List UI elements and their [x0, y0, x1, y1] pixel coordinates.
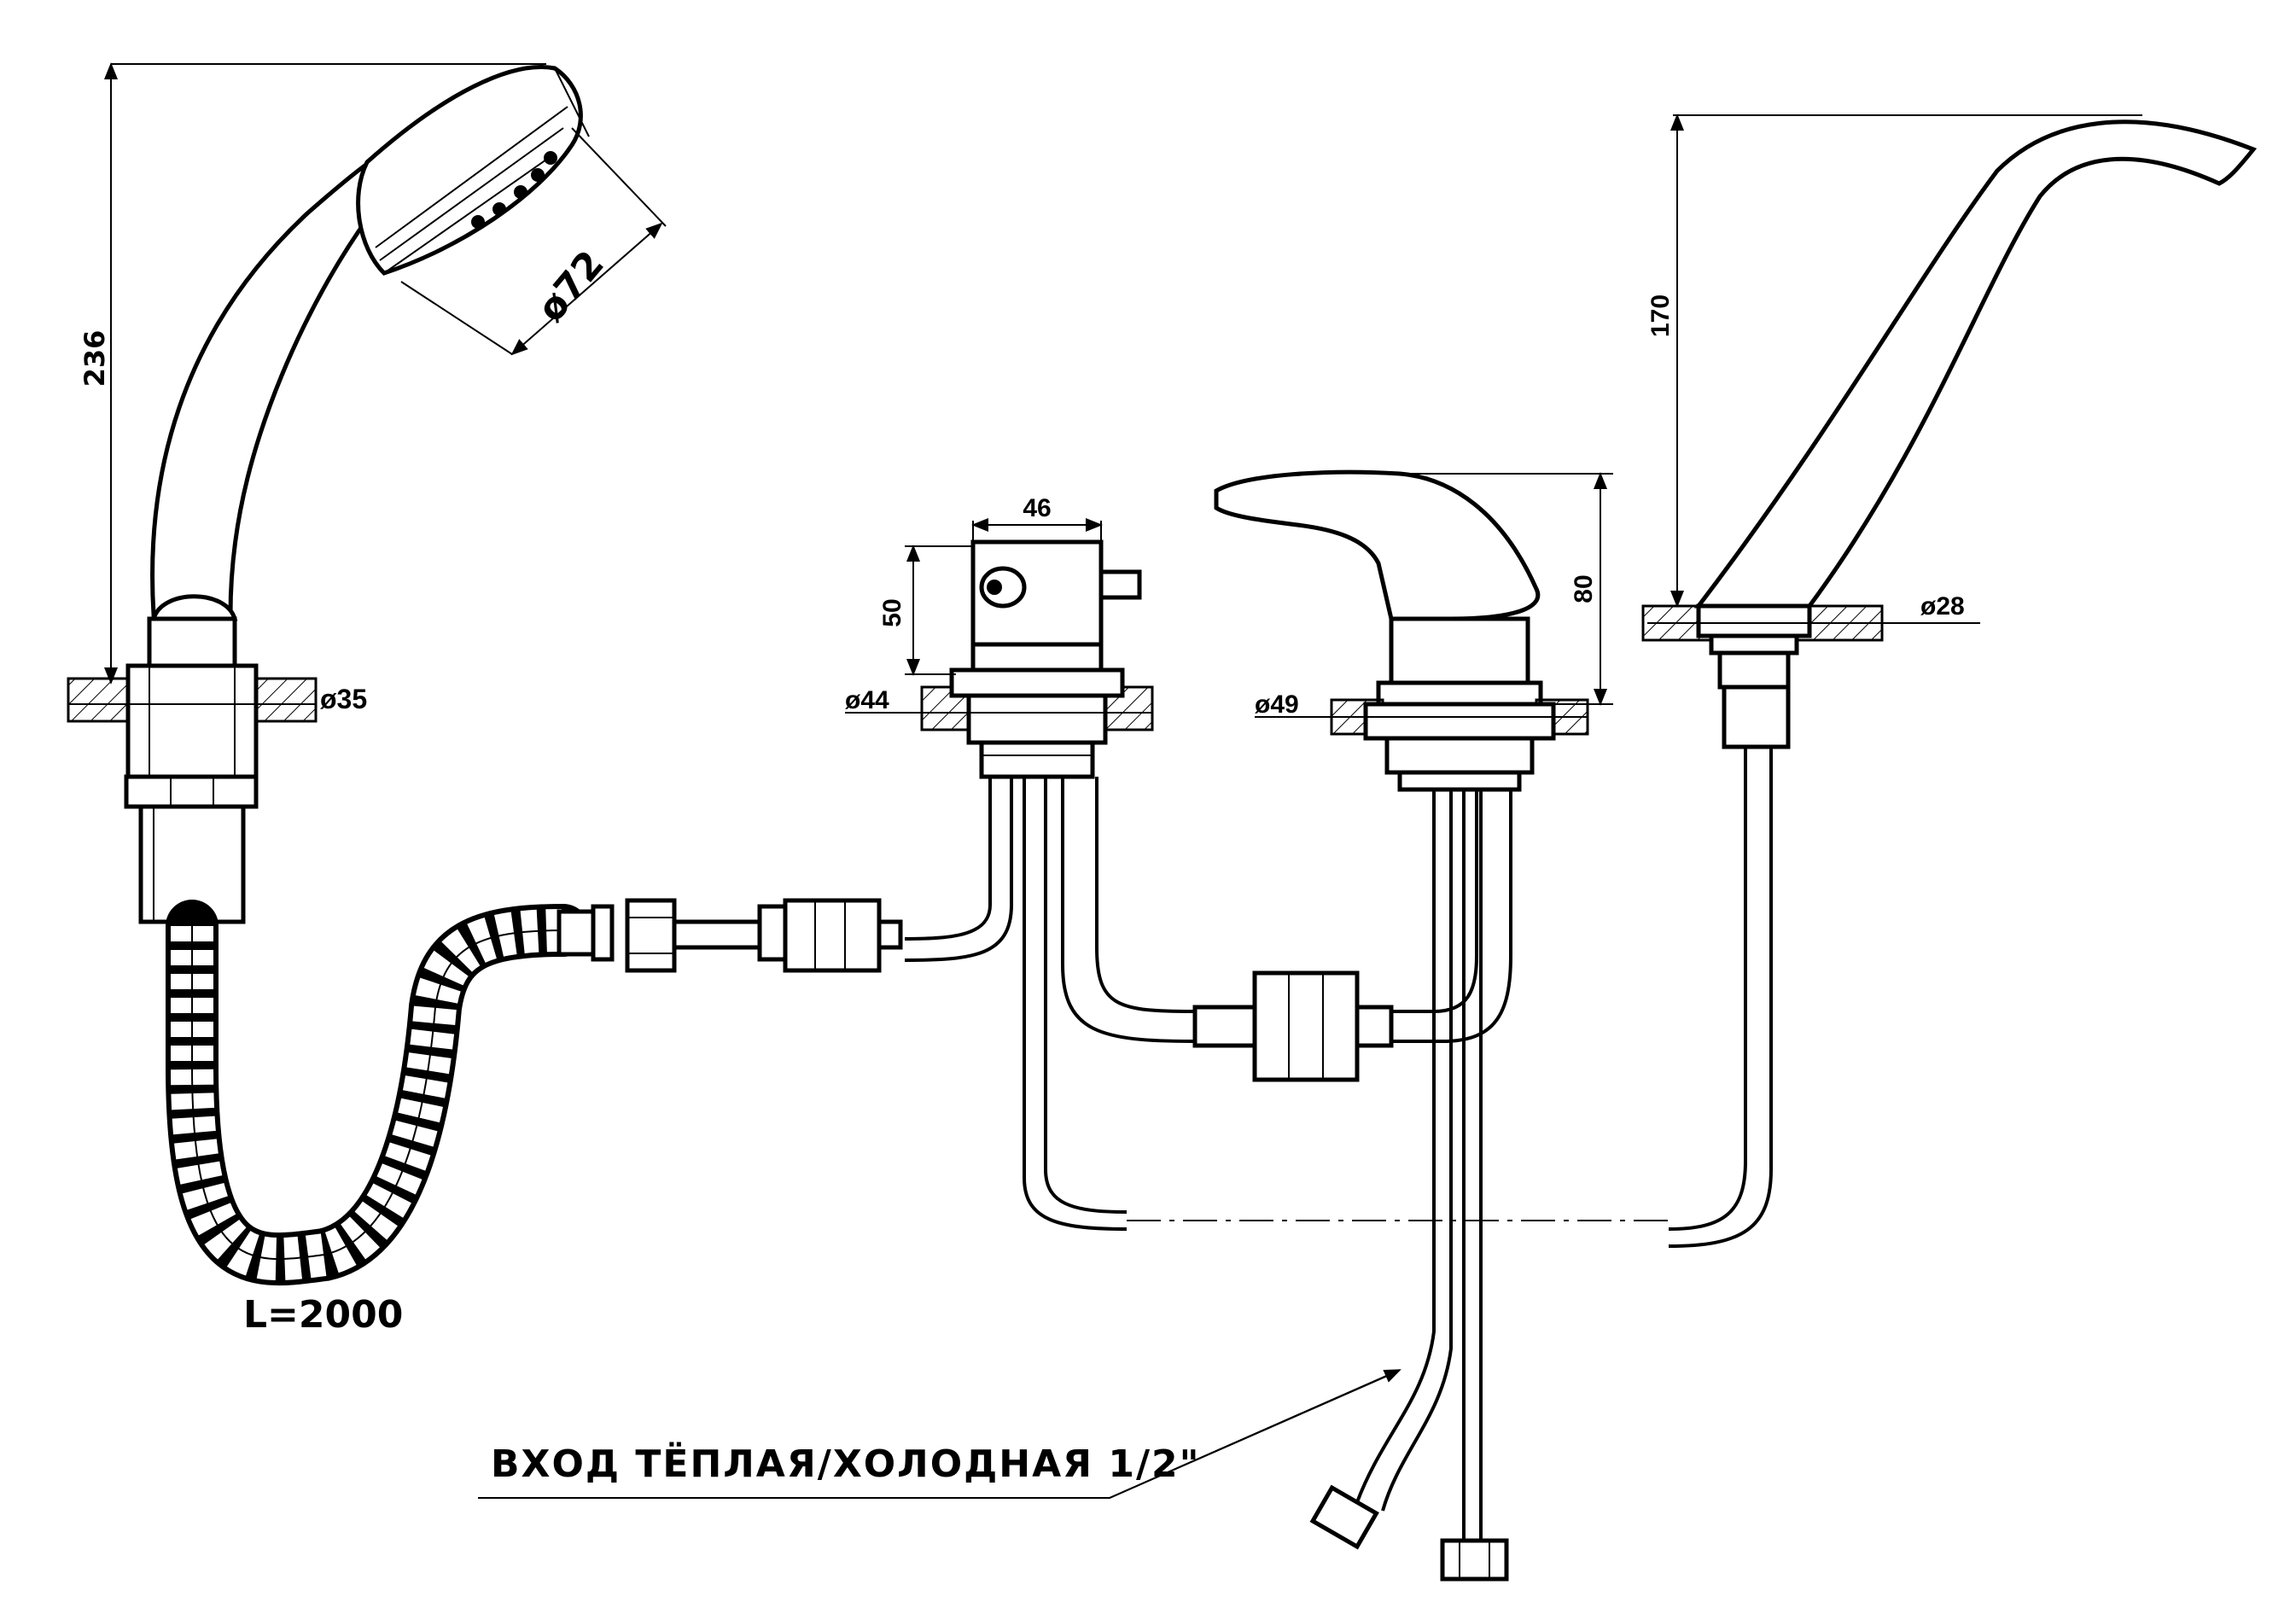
dim-shower-hole: ø35: [320, 684, 367, 714]
flexible-hose: [166, 898, 903, 1286]
dim-diverter-hole: ø44: [845, 686, 889, 714]
dim-mixer-hole: ø49: [1255, 690, 1299, 719]
inlet-note: ВХОД ТЁПЛАЯ/ХОЛОДНАЯ 1/2": [491, 1441, 1201, 1486]
dim-shower-height: 236: [79, 330, 111, 387]
dim-spout-height: 170: [1646, 294, 1675, 337]
hand-shower: [67, 65, 590, 924]
dim-mixer-height: 80: [1570, 574, 1598, 603]
dim-diverter-height: 50: [878, 598, 906, 626]
dim-head-diameter: ø72: [529, 242, 613, 330]
bridge-coupling: [1192, 777, 1512, 1082]
dim-spout-hole: ø28: [1920, 592, 1965, 621]
mixer: [1214, 469, 1589, 1582]
hose-length-label: L=2000: [243, 1293, 403, 1337]
dimensions: [68, 62, 2142, 1499]
diverter: [904, 539, 1196, 1231]
dim-diverter-width: 46: [1023, 494, 1051, 522]
